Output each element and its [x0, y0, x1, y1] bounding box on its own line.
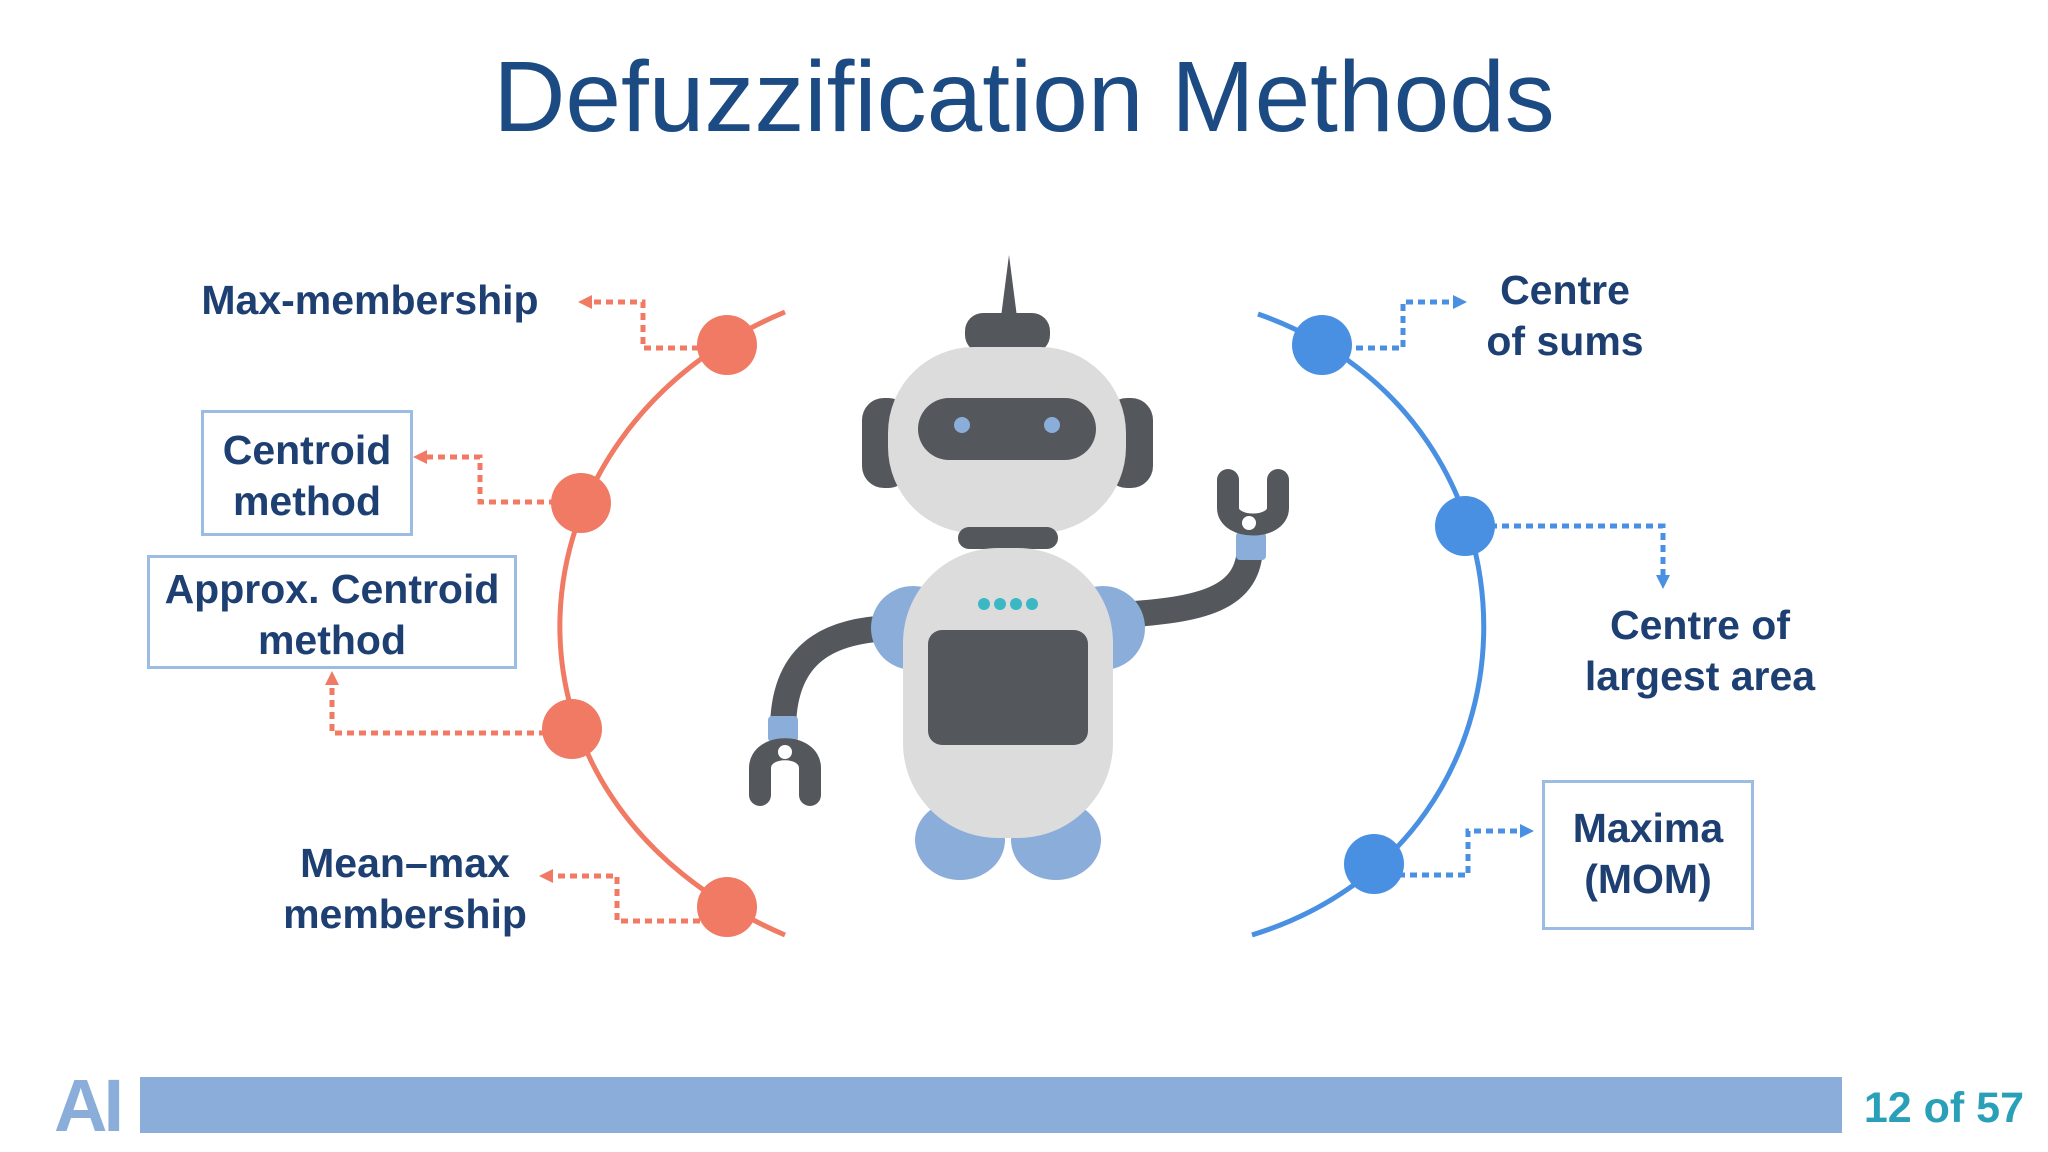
slide-title: Defuzzification Methods [493, 41, 1555, 153]
label-mean-max-membership: Mean–max membership [283, 840, 527, 937]
label-centre-of-largest-area: Centre of largest area [1584, 602, 1816, 699]
footer-logo: AI [54, 1064, 124, 1147]
connector-centroid [413, 450, 580, 505]
connector-mean-max [539, 869, 724, 924]
label-max-membership: Max-membership [201, 277, 539, 323]
node-max-membership [697, 315, 757, 375]
connector-centre-of-sums [1320, 295, 1467, 351]
node-maxima [1344, 834, 1404, 894]
connector-max-membership [578, 295, 723, 351]
left-arc [557, 309, 786, 938]
node-mean-max [697, 877, 757, 937]
connector-approx-centroid [325, 671, 570, 736]
node-approx-centroid [542, 699, 602, 759]
robot-illustration [749, 255, 1289, 880]
connector-centre-largest-area [1466, 523, 1670, 589]
node-centre-of-sums [1292, 315, 1352, 375]
label-centre-of-sums: Centre of sums [1486, 267, 1644, 364]
page-number: 12 of 57 [1863, 1084, 2024, 1132]
label-maxima-mom: Maxima (MOM) [1542, 780, 1754, 930]
label-approx-centroid-method: Approx. Centroid method [147, 555, 517, 669]
node-centre-largest-area [1435, 496, 1495, 556]
footer-bar [140, 1077, 1842, 1133]
label-centroid-method: Centroid method [201, 410, 413, 536]
node-centroid [551, 473, 611, 533]
